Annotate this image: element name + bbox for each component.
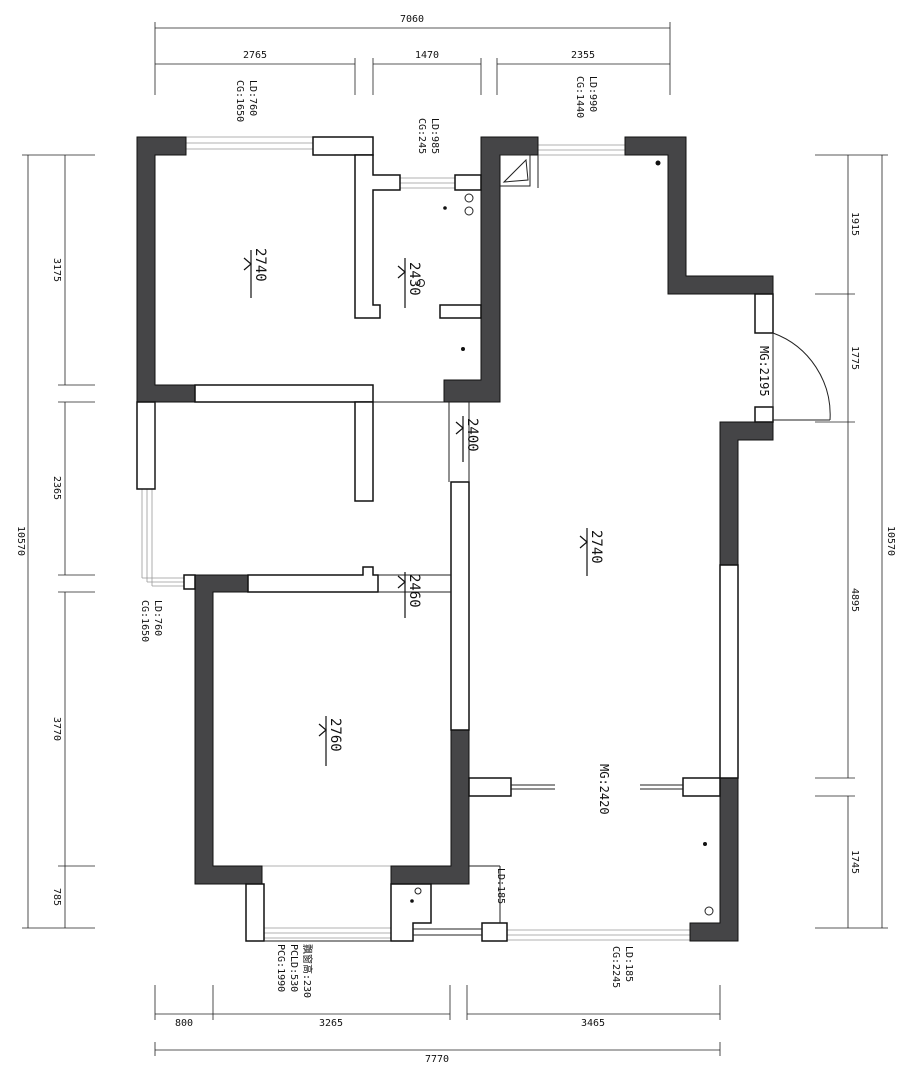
left-total-label: 10570 [15,526,26,556]
height-marker-bedroom-2: 2760 [318,716,343,766]
svg-text:2400: 2400 [464,418,480,452]
bottom-total-label: 7770 [425,1054,449,1065]
top-seg-2: 1470 [415,50,439,61]
left-dimension-segments: 3175 2365 3770 785 [51,155,95,928]
svg-text:LD:185: LD:185 [495,868,506,904]
label-left-window: LD:760 CG:1650 [139,600,163,642]
partition-walls [136,136,774,942]
svg-text:2430: 2430 [406,262,422,296]
right-seg-4: 1745 [849,850,860,874]
load-bearing-walls [136,136,774,942]
svg-text:LD:760: LD:760 [152,600,163,636]
right-seg-3: 4895 [849,588,860,612]
thin-lines [154,154,831,942]
svg-text:CG:1650: CG:1650 [234,80,245,122]
svg-text:CG:2245: CG:2245 [610,946,621,988]
height-marker-bedroom-1: 2740 [243,248,268,298]
bottom-dimension-total: 7770 [154,1042,721,1065]
right-dimension-segments: 1915 1775 4895 1745 [815,155,860,928]
left-dimension-total: 10570 [15,154,95,929]
svg-text:MG:2420: MG:2420 [597,764,611,815]
svg-text:LD:185: LD:185 [623,946,634,982]
label-top-middle-window: LD:985 CG:245 [416,118,440,154]
label-entry-door: MG:2195 [757,346,771,397]
top-seg-3: 2355 [571,50,595,61]
height-marker-bathroom: 2430 [397,258,422,308]
bottom-dimension-segments: 800 3265 3465 [154,985,721,1029]
right-total-label: 10570 [885,526,896,556]
top-seg-1: 2765 [243,50,267,61]
bottom-seg-2: 3265 [319,1018,343,1029]
bottom-seg-1: 800 [175,1018,193,1029]
svg-text:MG:2195: MG:2195 [757,346,771,397]
label-top-right-window: LD:990 CG:1440 [574,76,598,118]
svg-text:CG:1650: CG:1650 [139,600,150,642]
svg-text:2460: 2460 [406,574,422,608]
right-seg-1: 1915 [849,212,860,236]
top-total-label: 7060 [400,14,424,25]
height-marker-living: 2740 [579,528,604,576]
top-dimension-total: 7060 [154,14,671,95]
svg-text:2760: 2760 [327,718,343,752]
left-seg-1: 3175 [51,258,62,282]
window-glass-lines [141,136,690,941]
label-bottom-right-window: LD:185 CG:2245 [610,946,634,988]
label-bottom-small-window: LD:185 [495,868,506,904]
svg-text:PCLD:530: PCLD:530 [288,944,299,992]
svg-text:PCG:1990: PCG:1990 [275,944,286,992]
right-dimension-total: 10570 [815,154,896,929]
left-seg-3: 3770 [51,717,62,741]
svg-text:LD:760: LD:760 [247,80,258,116]
label-top-left-window: LD:760 CG:1650 [234,80,258,122]
fixtures [410,160,714,916]
svg-text:CG:1440: CG:1440 [574,76,585,118]
height-marker-corridor: 2400 [455,416,480,462]
right-seg-2: 1775 [849,346,860,370]
svg-text:飘窗高:230: 飘窗高:230 [301,944,314,998]
svg-text:LD:985: LD:985 [429,118,440,154]
svg-text:LD:990: LD:990 [587,76,598,112]
top-dimension-segments: 2765 1470 2355 [155,50,670,95]
left-seg-4: 785 [51,888,62,906]
label-bottom-bay-window: 飘窗高:230 PCLD:530 PCG:1990 [275,944,314,998]
svg-text:CG:245: CG:245 [416,118,427,154]
left-seg-2: 2365 [51,476,62,500]
bottom-seg-3: 3465 [581,1018,605,1029]
svg-text:2740: 2740 [588,530,604,564]
height-marker-passage: 2460 [397,572,422,618]
label-sliding-door: MG:2420 [597,764,611,815]
svg-text:2740: 2740 [252,248,268,282]
